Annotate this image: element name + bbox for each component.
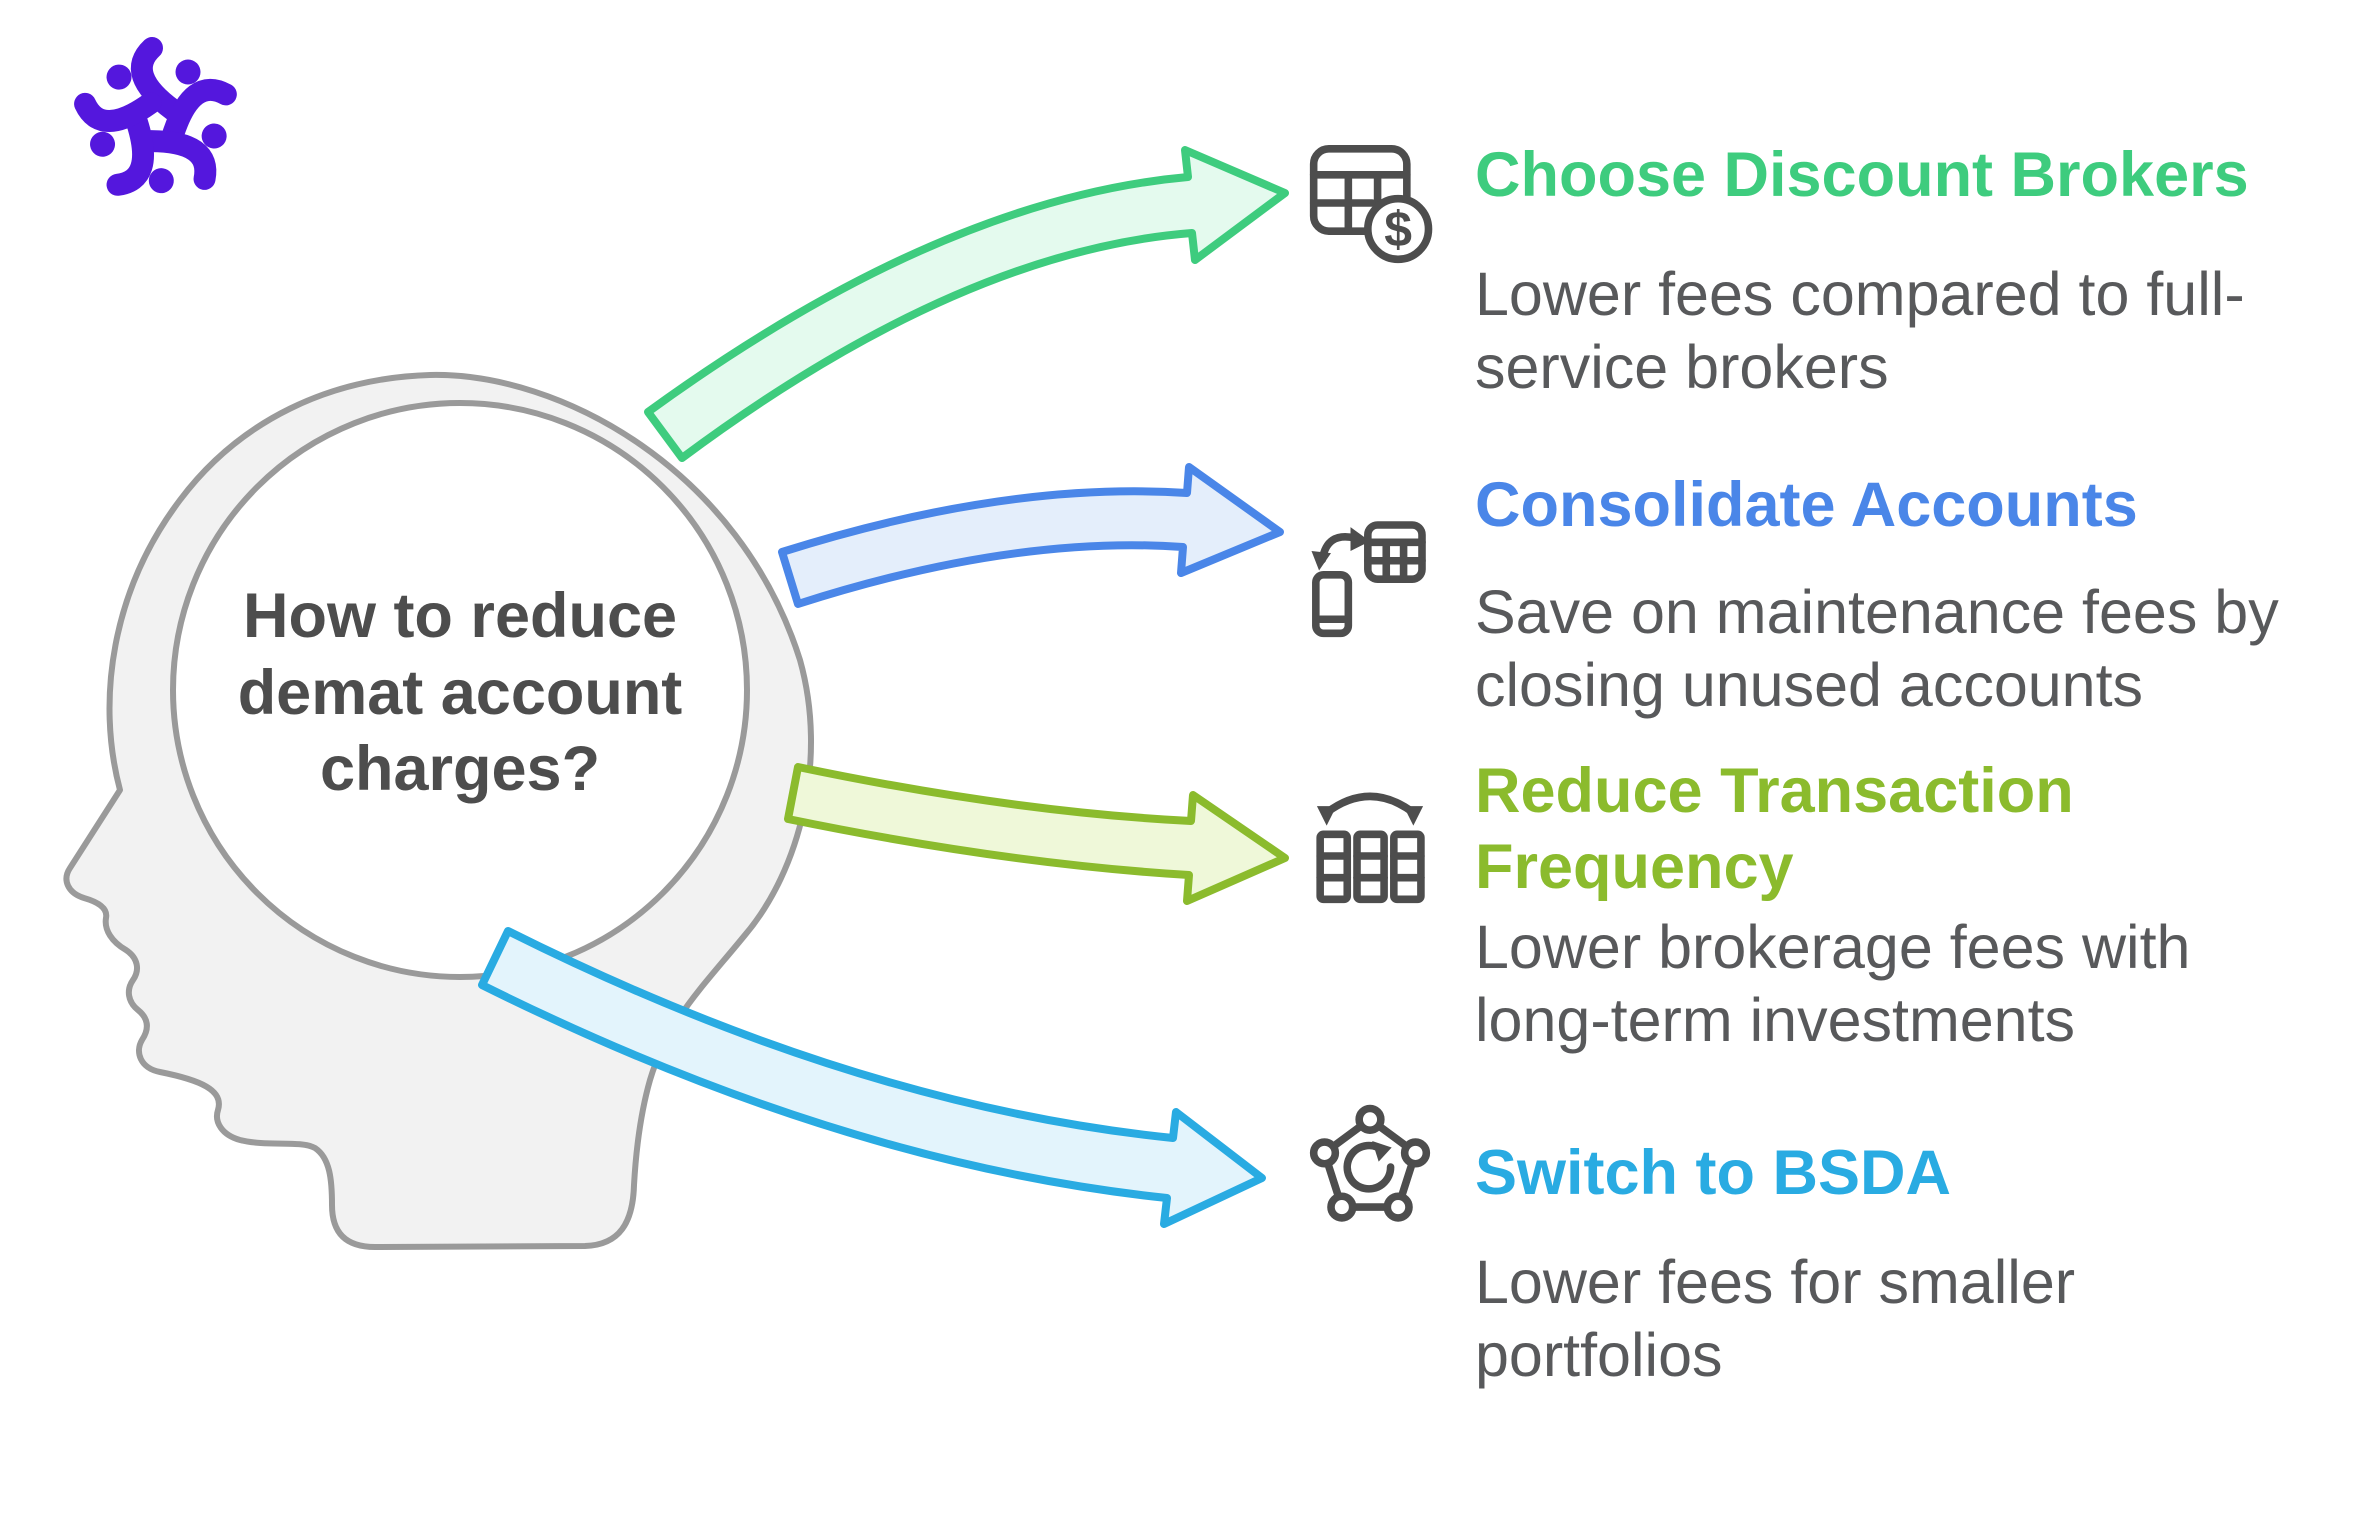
table-dollar-icon: $ [1305, 138, 1435, 268]
section-title-reduce-transaction-frequency: Reduce Transaction Frequency [1475, 756, 2074, 902]
section-desc-switch-to-bsda: Lower fees for smaller portfolios [1475, 1247, 2076, 1389]
head-question-line2: demat account [237, 657, 683, 728]
arrow-reduce-transaction-frequency [784, 763, 1289, 905]
network-refresh-icon [1305, 1102, 1435, 1232]
head-question: How to reduce demat account charges? [168, 528, 752, 858]
ledger-columns-icon [1305, 778, 1435, 908]
arrow-switch-to-bsda [478, 927, 1266, 1228]
section-title-consolidate-accounts: Consolidate Accounts [1475, 470, 2138, 540]
head-question-line1: How to reduce [242, 580, 678, 651]
section-title-switch-to-bsda: Switch to BSDA [1475, 1138, 1952, 1208]
arrow-discount-brokers [644, 146, 1289, 462]
arrow-consolidate-accounts [778, 463, 1284, 608]
section-desc-consolidate-accounts: Save on maintenance fees by closing unus… [1475, 577, 2279, 719]
head-question-line3: charges? [319, 734, 601, 805]
svg-text:$: $ [1384, 201, 1412, 257]
section-title-discount-brokers: Choose Discount Brokers [1475, 140, 2249, 210]
brand-logo-icon [74, 37, 237, 196]
section-desc-discount-brokers: Lower fees compared to full-service brok… [1475, 259, 2245, 401]
phone-transfer-icon [1305, 512, 1435, 642]
thought-circle [170, 400, 750, 980]
section-desc-reduce-transaction-frequency: Lower brokerage fees with long-term inve… [1475, 913, 2191, 1055]
